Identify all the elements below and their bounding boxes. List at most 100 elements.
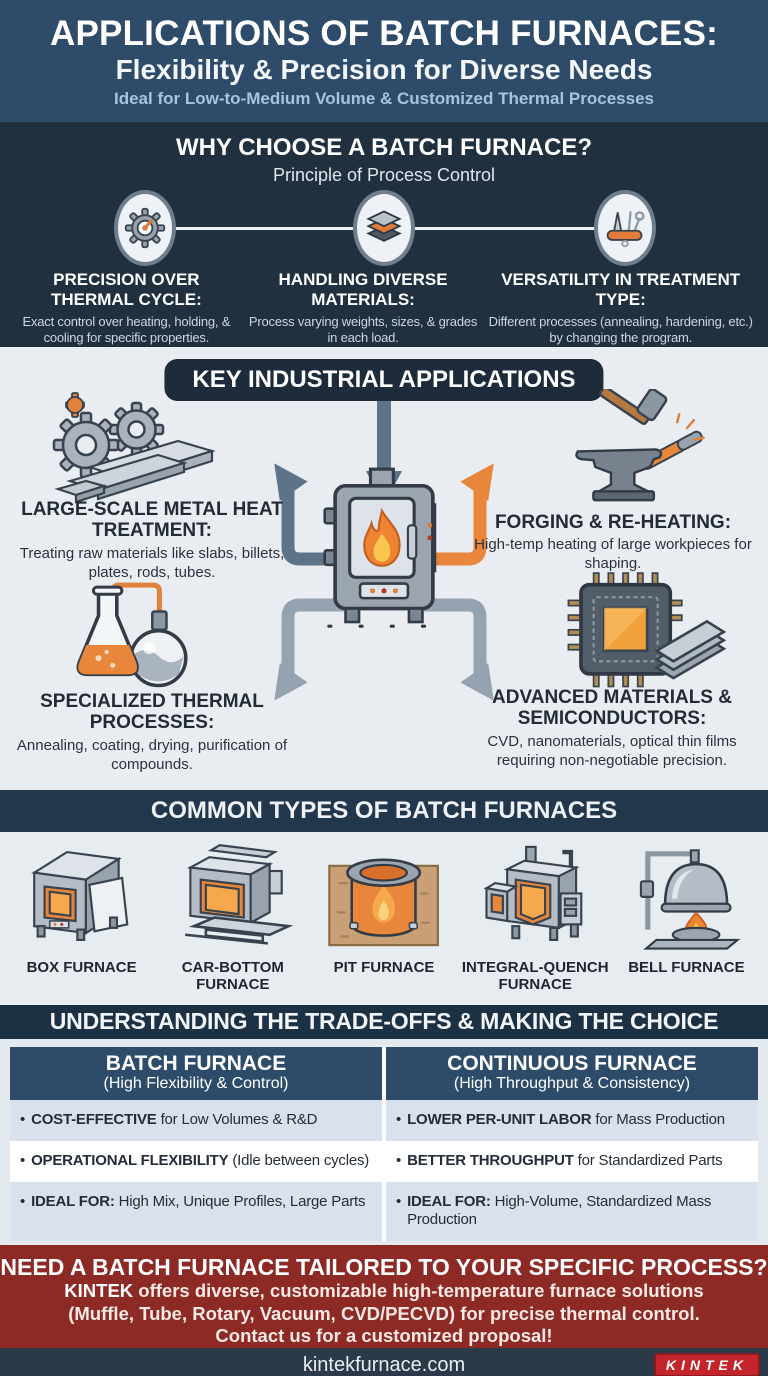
application-heading: SPECIALIZED THERMAL PROCESSES: (40, 690, 264, 734)
page-subtitle: Flexibility & Precision for Diverse Need… (115, 53, 653, 85)
why-title: WHY CHOOSE A BATCH FURNACE? (176, 134, 592, 161)
why-item-body: Process varying weights, sizes, & grades… (248, 314, 478, 346)
bullet: • (20, 1111, 26, 1129)
type-car-bottom-furnace: CAR-BOTTOM FURNACE (157, 840, 308, 1005)
why-item-materials: HANDLING DIVERSE MATERIALS: Process vary… (247, 270, 480, 347)
table-cell: • OPERATIONAL FLEXIBILITY (Idle between … (10, 1140, 382, 1182)
application-body: Annealing, coating, drying, purification… (16, 737, 288, 773)
cell-lead: BETTER THROUGHPUT (407, 1151, 574, 1169)
stacked-layers-icon (353, 190, 415, 266)
application-item-thermal-processes: SPECIALIZED THERMAL PROCESSES: Annealing… (2, 691, 302, 774)
cell-rest: High Mix, Unique Profiles, Large Parts (114, 1192, 366, 1210)
gears-metal-icon (52, 391, 216, 504)
cta-section: NEED A BATCH FURNACE TAILORED TO YOUR SP… (0, 1244, 768, 1349)
why-item-body: Exact control over heating, holding, & c… (22, 314, 231, 346)
why-subtitle: Principle of Process Control (272, 165, 496, 185)
bullet: • (20, 1192, 26, 1210)
brand-name: KINTEK (64, 1279, 134, 1301)
bullet: • (396, 1151, 402, 1169)
column-header-batch: BATCH FURNACE (High Flexibility & Contro… (10, 1046, 382, 1101)
bullet: • (20, 1151, 26, 1169)
cta-line1-rest: offers diverse, customizable high-temper… (133, 1279, 704, 1301)
application-heading: ADVANCED MATERIALS & SEMICONDUCTORS: (492, 686, 732, 730)
why-item-precision: PRECISION OVER THERMAL CYCLE: Exact cont… (10, 270, 243, 347)
column-header-continuous: CONTINUOUS FURNACE (High Throughput & Co… (386, 1046, 758, 1101)
kintek-logo: KINTEK (653, 1353, 760, 1376)
why-item-versatility: VERSATILITY IN TREATMENT TYPE: Different… (483, 270, 758, 347)
application-item-semiconductors: ADVANCED MATERIALS & SEMICONDUCTORS: CVD… (460, 687, 764, 770)
semiconductor-chip-icon (560, 571, 728, 689)
gears-metal-icon (28, 385, 218, 504)
semiconductor-chip-icon (567, 571, 727, 687)
applications-section: KEY INDUSTRIAL APPLICATIONS (0, 346, 768, 790)
integral-quench-furnace-icon (483, 845, 582, 941)
hammer-anvil-icon (575, 385, 705, 501)
types-header: COMMON TYPES OF BATCH FURNACES (0, 789, 768, 832)
tradeoffs-section: UNDERSTANDING THE TRADE-OFFS & MAKING TH… (0, 1004, 768, 1245)
pit-furnace-icon (328, 858, 440, 946)
batch-furnace-icon (306, 465, 462, 640)
type-label: INTEGRAL-QUENCH FURNACE (461, 958, 609, 993)
car-bottom-furnace-icon (185, 843, 294, 945)
why-columns: PRECISION OVER THERMAL CYCLE: Exact cont… (0, 270, 768, 347)
type-label: PIT FURNACE (333, 958, 435, 976)
table-cell: • COST-EFFECTIVE for Low Volumes & R&D (10, 1100, 382, 1141)
why-item-heading: HANDLING DIVERSE MATERIALS: (278, 270, 448, 310)
multi-tool-icon (594, 190, 656, 266)
header: APPLICATIONS OF BATCH FURNACES: Flexibil… (0, 0, 768, 122)
page-title: APPLICATIONS OF BATCH FURNACES: (50, 14, 718, 53)
application-heading: LARGE-SCALE METAL HEAT TREATMENT: (21, 498, 283, 542)
cell-rest: for Standardized Parts (573, 1151, 723, 1169)
applications-title: KEY INDUSTRIAL APPLICATIONS (164, 358, 604, 401)
gauge-gear-icon (114, 190, 176, 266)
batch-furnace-icon (323, 467, 441, 628)
why-item-heading: VERSATILITY IN TREATMENT TYPE: (501, 270, 741, 310)
cta-line2: (Muffle, Tube, Rotary, Vacuum, CVD/PECVD… (68, 1302, 700, 1324)
why-icon-row (0, 186, 768, 270)
column-qualifier: (High Flexibility & Control) (103, 1074, 289, 1092)
flow-arrows (274, 400, 494, 701)
cell-rest: High-Volume, Standardized Mass Productio… (407, 1192, 712, 1229)
cell-lead: IDEAL FOR: (407, 1192, 491, 1210)
tradeoffs-header: UNDERSTANDING THE TRADE-OFFS & MAKING TH… (0, 1004, 768, 1039)
hammer-anvil-icon (570, 385, 726, 507)
table-cell: • IDEAL FOR: High Mix, Unique Profiles, … (10, 1181, 382, 1242)
stacked-layers-icon (366, 210, 402, 242)
table-cell: • LOWER PER-UNIT LABOR for Mass Producti… (386, 1100, 758, 1141)
bullet: • (396, 1192, 402, 1210)
application-body: Treating raw materials like slabs, bille… (19, 545, 285, 581)
cell-lead: COST-EFFECTIVE (31, 1111, 157, 1129)
column-qualifier: (High Throughput & Consistency) (453, 1074, 691, 1092)
type-label: BELL FURNACE (628, 958, 745, 976)
cell-lead: OPERATIONAL FLEXIBILITY (31, 1151, 229, 1169)
flask-icon (76, 582, 188, 687)
bell-furnace-icon (639, 848, 741, 950)
flask-icon (60, 577, 202, 689)
cell-lead: IDEAL FOR: (31, 1192, 115, 1210)
multi-tool-icon (606, 211, 645, 248)
comparison-table: BATCH FURNACE (High Flexibility & Contro… (10, 1046, 758, 1242)
types-row: BOX FURNACE CAR-BOTTOM F (0, 831, 768, 1005)
website-url: kintekfurnace.com (302, 1354, 466, 1376)
application-body: CVD, nanomaterials, optical thin films r… (487, 733, 737, 769)
application-item-forging: FORGING & RE-HEATING: High-temp heating … (462, 512, 764, 573)
cta-line1: KINTEK offers diverse, customizable high… (0, 1280, 768, 1303)
cell-rest: for Low Volumes & R&D (156, 1111, 318, 1129)
tradeoffs-title: UNDERSTANDING THE TRADE-OFFS & MAKING TH… (49, 1008, 719, 1035)
type-box-furnace: BOX FURNACE (6, 840, 157, 1005)
table-cell: • BETTER THROUGHPUT for Standardized Par… (386, 1140, 758, 1182)
type-bell-furnace: BELL FURNACE (611, 840, 762, 1005)
application-item-heat-treatment: LARGE-SCALE METAL HEAT TREATMENT: Treati… (2, 499, 302, 582)
type-label: BOX FURNACE (26, 958, 137, 976)
why-item-heading: PRECISION OVER THERMAL CYCLE: (50, 270, 202, 310)
type-pit-furnace: PIT FURNACE (308, 840, 459, 1005)
cell-rest: for Mass Production (591, 1111, 725, 1129)
column-name: BATCH FURNACE (105, 1051, 287, 1075)
type-integral-quench-furnace: INTEGRAL-QUENCH FURNACE (460, 840, 611, 1005)
cta-line3: Contact us for a customized proposal! (215, 1325, 553, 1347)
cell-lead: LOWER PER-UNIT LABOR (407, 1111, 592, 1129)
why-section: WHY CHOOSE A BATCH FURNACE? Principle of… (0, 122, 768, 347)
table-cell: • IDEAL FOR: High-Volume, Standardized M… (386, 1181, 758, 1242)
application-body: High-temp heating of large workpieces fo… (474, 536, 752, 572)
